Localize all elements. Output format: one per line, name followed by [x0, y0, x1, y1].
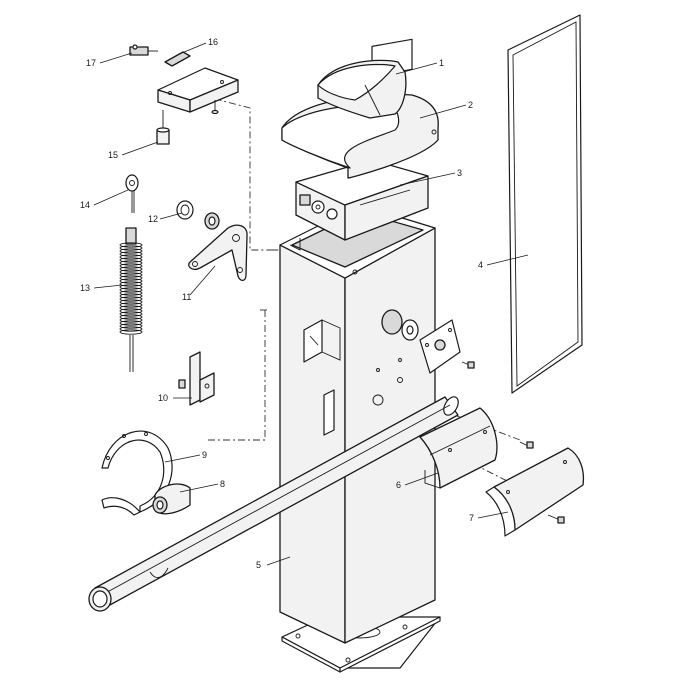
spring-coil	[119, 287, 143, 293]
part-14-rod-end	[125, 174, 139, 213]
output-hub	[381, 309, 475, 374]
callout-11: 11	[182, 292, 191, 302]
spring-coil	[119, 320, 143, 326]
spring-coil	[119, 275, 143, 281]
callout-5: 5	[256, 560, 261, 570]
spring-coil	[119, 293, 143, 299]
spring-coil	[119, 305, 143, 311]
callout-7: 7	[469, 513, 474, 523]
callout-3: 3	[457, 168, 462, 178]
spring-coil	[119, 311, 143, 317]
callout-10: 10	[158, 393, 168, 403]
part-10-bracket	[178, 351, 215, 406]
spring-coil	[119, 329, 143, 335]
spring-coil	[119, 326, 143, 332]
spring-coil	[119, 272, 143, 278]
part-9-ring-lower	[101, 497, 141, 516]
spring-coil	[119, 245, 143, 251]
callout-labels: 1 2 3 4 5 6 7 8 9 10 11 12 13 14 15 16 1…	[80, 37, 483, 570]
part-11-lever	[188, 224, 248, 282]
part-6-shell	[419, 407, 534, 489]
spring-coil	[119, 242, 143, 248]
spring-coil	[119, 278, 143, 284]
spring-coil	[119, 299, 143, 305]
part-17-switch	[129, 44, 158, 56]
callout-17: 17	[86, 58, 96, 68]
callout-12: 12	[148, 214, 158, 224]
callout-13: 13	[80, 283, 90, 293]
part-16-bracket	[157, 51, 239, 115]
part-1-top-cap	[317, 59, 407, 119]
spring-coil	[119, 281, 143, 287]
spring-coil	[119, 269, 143, 275]
callout-6: 6	[396, 480, 401, 490]
callout-2: 2	[468, 100, 473, 110]
callout-9: 9	[202, 450, 207, 460]
spring-coil	[119, 254, 143, 260]
spring-coil	[119, 260, 143, 266]
spring-coil	[119, 251, 143, 257]
spring-coil	[119, 317, 143, 323]
spring-coil	[119, 314, 143, 320]
spring-coil	[119, 290, 143, 296]
callout-8: 8	[220, 479, 225, 489]
callout-16: 16	[208, 37, 218, 47]
spring-coil	[119, 257, 143, 263]
part-15-bolt	[156, 110, 170, 145]
barrier-arm	[88, 396, 459, 612]
callout-4: 4	[478, 260, 483, 270]
callout-leaders	[93, 42, 529, 566]
spring-coil	[119, 323, 143, 329]
spring-coil	[119, 302, 143, 308]
spring-coil	[119, 308, 143, 314]
part-3-control-box	[295, 159, 429, 241]
part-8-clamp	[152, 483, 191, 515]
spring-coil	[119, 263, 143, 269]
part-4-side-panel	[507, 14, 583, 394]
part-12-bearing	[176, 200, 220, 230]
spring-coil	[119, 284, 143, 290]
spring-coil	[119, 296, 143, 302]
spring-coil	[119, 248, 143, 254]
callout-15: 15	[108, 150, 118, 160]
part-13-spring	[119, 227, 143, 372]
part-7-outer-shell	[485, 447, 585, 537]
part-5-cabinet	[279, 204, 441, 673]
callout-1: 1	[439, 58, 444, 68]
spring-coil	[119, 266, 143, 272]
part-2-cover	[281, 38, 439, 179]
callout-14: 14	[80, 200, 90, 210]
